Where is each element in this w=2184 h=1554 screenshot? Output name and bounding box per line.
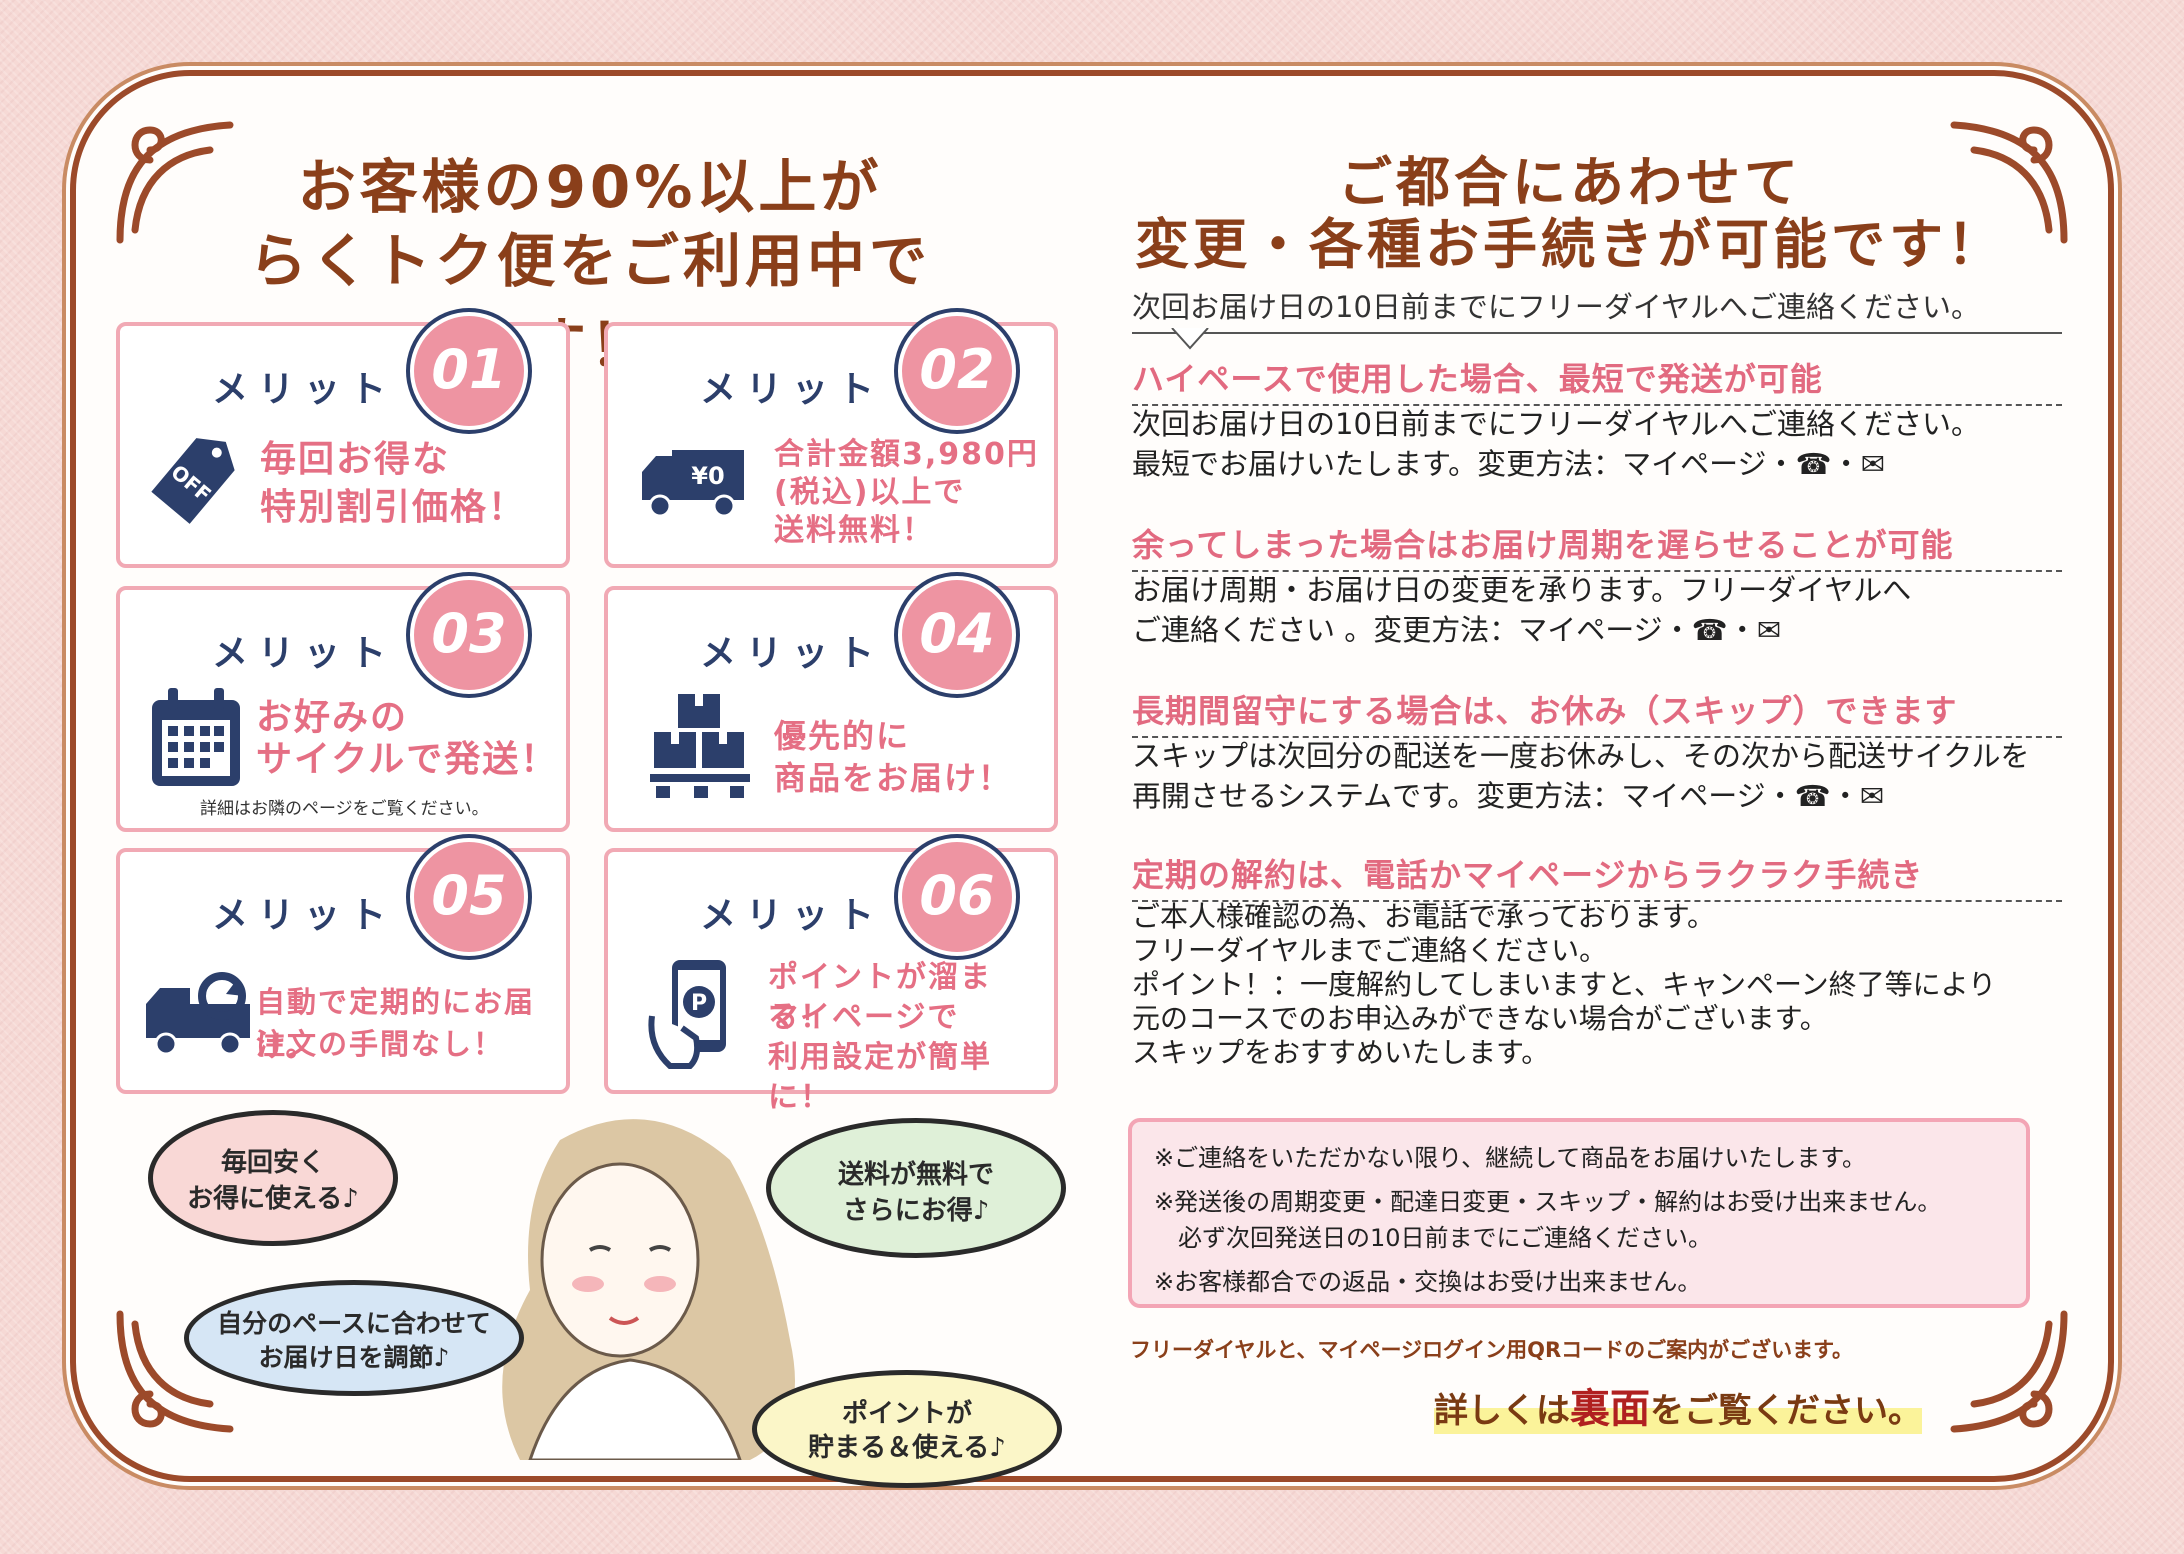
right-heading-line1: ご都合にあわせて [1338,151,1802,214]
merit-text-1: 毎回お得な [260,439,451,480]
merit-text-2: 注文の手間なし！ [256,1027,505,1061]
merit-label: メリット [212,369,397,410]
section-body-skip: スキップは次回分の配送を一度お休みし、その次から配送サイクルを 再開させるシステ… [1132,736,2072,816]
footer-cta-pre: 詳しくは [1434,1391,1570,1431]
merit-text-3: 送料無料！ [774,513,934,548]
section-line: 最短でお届けいたします。変更方法：マイページ・☎・✉ [1132,447,1885,481]
bubble-text: お得に使える♪ [187,1184,359,1214]
merit-label: メリット [700,633,885,674]
phone-points-icon: P [648,960,726,1069]
section-title-skip: 長期間留守にする場合は、お休み（スキップ）できます [1132,686,2062,738]
merit-number: 01 [410,312,528,430]
bubble-text: ポイントが [841,1399,972,1429]
merit-label: メリット [700,895,885,936]
bubble-free-shipping: 送料が無料で さらにお得♪ [766,1118,1066,1258]
merit-number: 05 [410,838,528,956]
section-line: スキップは次回分の配送を一度お休みし、その次から配送サイクルを [1132,739,2030,773]
merit-text-2: マイページで [768,1000,960,1035]
corner-ornament-bottom-right [1950,1310,2068,1433]
boxes-pallet-icon [650,694,750,798]
merit-note: 詳細はお隣のページをご覧ください。 [200,799,489,819]
corner-ornament-bottom-left [116,1310,234,1433]
section-title-cancel: 定期の解約は、電話かマイページからラクラク手続き [1132,850,2062,902]
merit-text-3: 利用設定が簡単に！ [768,1040,992,1115]
truck-cycle-icon [146,972,250,1056]
section-line: お届け周期・お届け日の変更を承ります。フリーダイヤルへ [1132,573,1912,607]
section-line: 次回お届け日の10日前までにフリーダイヤルへご連絡ください。 [1132,407,1981,441]
merit-label: メリット [700,369,885,410]
footer-cta: 詳しくは裏面をご覧ください。 [1434,1376,1922,1434]
bubble-text: さらにお得♪ [842,1196,990,1226]
section-line: フリーダイヤルまでご連絡ください。 [1132,934,1608,967]
merit-text-1: ポイントが溜まる！ [768,960,992,1035]
merit-number: 02 [898,312,1016,430]
bubble-text: 自分のペースに合わせて [217,1309,491,1338]
merit-card-02: メリット 02 ¥0 合計金額3,980円 (税込)以上で 送料無料！ [604,312,1058,568]
svg-text:P: P [691,991,707,1016]
delivery-truck-yen-icon: ¥0 [642,450,744,518]
merit-label: メリット [212,633,397,674]
section-line: ご本人様確認の為、お電話で承っております。 [1132,900,1715,933]
notice-line: ※お客様都合での返品・交換はお受け出来ません。 [1154,1268,1702,1296]
svg-text:¥0: ¥0 [691,462,724,490]
section-line: 元のコースでのお申込みができない場合がございます。 [1132,1002,1828,1035]
merit-text-2: 特別割引価格！ [260,487,527,528]
off-tag-icon: OFF [151,438,235,524]
merit-number: 06 [898,838,1016,956]
section-body-delay: お届け周期・お届け日の変更を承ります。フリーダイヤルへ ご連絡ください 。変更方… [1132,570,2072,650]
corner-ornament-top-right [1950,121,2068,244]
footer-cta-post: をご覧ください。 [1650,1391,1922,1431]
notice-line: ※発送後の周期変更・配達日変更・スキップ・解約はお受け出来ません。 [1154,1188,1942,1216]
merit-text-1: 優先的に [774,717,911,755]
merit-card-01: メリット 01 OFF 毎回お得な 特別割引価格！ [116,312,570,568]
corner-ornament-top-left [116,121,234,244]
section-title-delay: 余ってしまった場合はお届け周期を遅らせることが可能 [1132,520,2062,572]
merit-card-05: メリット 05 自動で定期的にお届け。 注文の手間なし！ [116,838,570,1094]
merit-text-1: お好みの [256,697,409,738]
bubble-cheap: 毎回安く お得に使える♪ [148,1110,398,1246]
section-body-cancel: ご本人様確認の為、お電話で承っております。 フリーダイヤルまでご連絡ください。 … [1132,900,2072,1070]
merit-text-2: (税込)以上で [774,475,966,510]
section-body-fast: 次回お届け日の10日前までにフリーダイヤルへご連絡ください。 最短でお届けいたし… [1132,404,2072,484]
merit-text-1: 自動で定期的にお届け。 [256,985,536,1063]
merit-number: 04 [898,576,1016,694]
footer-cta-emphasis: 裏面 [1570,1386,1650,1432]
woman-illustration [502,1119,795,1460]
footer-note: フリーダイヤルと、マイページログイン用QRコードのご案内がございます。 [1130,1338,1854,1362]
left-heading-line1: お客様の90%以上が [297,153,883,221]
intro-text: 次回お届け日の10日前までにフリーダイヤルへご連絡ください。 [1132,284,2062,334]
section-line: 再開させるシステムです。変更方法：マイページ・☎・✉ [1132,779,1885,813]
bubble-points: ポイントが 貯まる＆使える♪ [752,1370,1062,1488]
merit-card-06: メリット 06 P ポイントが溜まる！ マイページで 利用設定が簡単に！ [604,838,1058,1115]
bubble-text: 毎回安く [220,1148,325,1178]
bubble-text: お届け日を調節♪ [258,1343,450,1372]
pointer-triangle-icon [1171,328,1209,350]
merit-text-2: サイクルで発送！ [256,739,559,780]
merit-text-2: 商品をお届け！ [774,759,1013,797]
calendar-icon [152,688,240,786]
notice-line: 必ず次回発送日の10日前までにご連絡ください。 [1154,1224,1713,1252]
bubble-own-pace: 自分のペースに合わせて お届け日を調節♪ [184,1280,524,1396]
merit-number: 03 [410,576,528,694]
section-title-fast: ハイペースで使用した場合、最短で発送が可能 [1132,354,2062,406]
bubble-text: 送料が無料で [837,1160,994,1190]
merit-text-1: 合計金額3,980円 [774,437,1039,472]
section-line: スキップをおすすめいたします。 [1132,1036,1550,1069]
merit-card-03: メリット 03 お好みの サイクルで発送！ 詳細はお隣のページをご覧ください。 [116,576,570,832]
section-line: ポイント！：一度解約してしまいますと、キャンペーン終了等により [1132,968,1997,1001]
section-line: ご連絡ください 。変更方法：マイページ・☎・✉ [1132,613,1782,647]
merit-card-04: メリット 04 優先的に 商品をお届け！ [604,576,1058,832]
bubble-text: 貯まる＆使える♪ [808,1433,1006,1463]
merit-label: メリット [212,895,397,936]
notice-line: ※ご連絡をいただかない限り、継続して商品をお届けいたします。 [1154,1144,1867,1172]
notice-box: ※ご連絡をいただかない限り、継続して商品をお届けいたします。 ※発送後の周期変更… [1128,1118,2030,1308]
right-heading-line2: 変更・各種お手続きが可能です！ [1135,213,2005,276]
